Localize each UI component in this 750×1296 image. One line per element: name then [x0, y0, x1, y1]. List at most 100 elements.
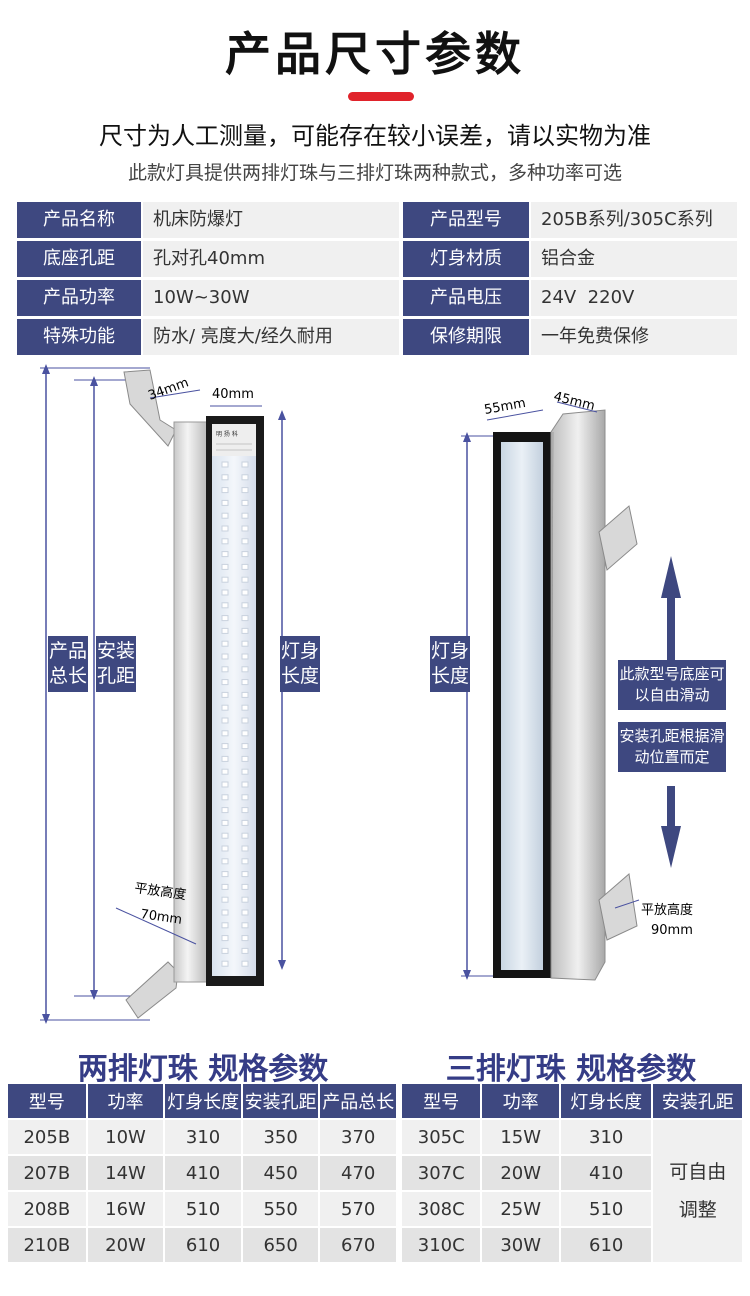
spec-value: 防水/ 亮度大/经久耐用: [143, 319, 399, 355]
led-chip: [221, 512, 229, 519]
led-chip: [221, 487, 229, 494]
led-chip: [241, 589, 249, 596]
spec-label: 产品型号: [403, 202, 529, 238]
led-chip: [241, 935, 249, 942]
led-chip: [241, 794, 249, 801]
led-chip: [221, 909, 229, 916]
table-header-row: 型号 功率 灯身长度 安装孔距 产品总长: [8, 1084, 396, 1118]
led-chip: [221, 871, 229, 878]
spec-row: 特殊功能 防水/ 亮度大/经久耐用 保修期限 一年免费保修: [17, 319, 737, 355]
led-chip: [221, 653, 229, 660]
spec-label: 产品电压: [403, 280, 529, 316]
column-header: 产品总长: [320, 1084, 396, 1118]
table-cell: 450: [242, 1156, 319, 1190]
led-chip: [221, 960, 229, 967]
led-chip: [241, 487, 249, 494]
spec-label: 灯身材质: [403, 241, 529, 277]
table-cell: 310C: [402, 1228, 481, 1262]
led-chip: [221, 615, 229, 622]
led-chip: [241, 807, 249, 814]
table-cell: 470: [320, 1156, 396, 1190]
led-chip: [241, 640, 249, 647]
led-chip: [221, 461, 229, 468]
table-cell: 310: [165, 1120, 241, 1154]
led-chip: [221, 896, 229, 903]
led-chip: [221, 474, 229, 481]
table-cell: 410: [165, 1156, 241, 1190]
led-chip: [241, 768, 249, 775]
table-cell: 20W: [482, 1156, 559, 1190]
table-cell: 30W: [482, 1228, 559, 1262]
led-chip: [241, 666, 249, 673]
spec-label: 产品名称: [17, 202, 141, 238]
led-chip: [221, 922, 229, 929]
dimension-55mm: 55mm: [483, 396, 527, 418]
table-header-row: 型号 功率 灯身长度 安装孔距: [402, 1084, 742, 1118]
led-chip: [221, 807, 229, 814]
table-cell: 25W: [482, 1192, 559, 1226]
led-chip: [241, 922, 249, 929]
spec-value: 205B系列/305C系列: [531, 202, 737, 238]
spec-label: 保修期限: [403, 319, 529, 355]
led-chip: [221, 819, 229, 826]
table-cell: 510: [560, 1192, 652, 1226]
table-cell: 14W: [87, 1156, 164, 1190]
led-chip: [221, 499, 229, 506]
three-row-lamp-diagram: 55mm 45mm 平放高度 90mm: [461, 389, 693, 981]
led-chip: [221, 627, 229, 634]
variant-note: 此款灯具提供两排灯珠与三排灯珠两种款式，多种功率可选: [127, 162, 622, 184]
table-cell: 308C: [402, 1192, 481, 1226]
table-cell: 16W: [87, 1192, 164, 1226]
led-chip: [241, 499, 249, 506]
led-chip: [241, 883, 249, 890]
led-chip: [221, 589, 229, 596]
title-underline: [348, 92, 414, 101]
column-header: 功率: [87, 1084, 164, 1118]
led-chip: [241, 858, 249, 865]
column-header: 灯身长度: [560, 1084, 652, 1118]
spec-label: 底座孔距: [17, 241, 141, 277]
led-chip: [221, 781, 229, 788]
adjustable-note: 可自由调整: [669, 1161, 727, 1221]
column-header: 安装孔距: [242, 1084, 319, 1118]
table-cell: 310: [560, 1120, 652, 1154]
dimension-40mm: 40mm: [212, 387, 254, 402]
led-chip: [241, 781, 249, 788]
slide-base-note: 此款型号底座可以自由滑动: [618, 660, 726, 710]
led-chip: [241, 627, 249, 634]
led-chip: [221, 704, 229, 711]
led-chip: [241, 474, 249, 481]
led-chip: [241, 679, 249, 686]
led-chip: [241, 717, 249, 724]
led-chip: [221, 832, 229, 839]
led-chip: [221, 947, 229, 954]
led-chip: [241, 691, 249, 698]
table-cell: 610: [560, 1228, 652, 1262]
spec-row: 产品名称 机床防爆灯 产品型号 205B系列/305C系列: [17, 202, 737, 238]
led-chip: [241, 845, 249, 852]
led-chip: [241, 832, 249, 839]
table-cell: 650: [242, 1228, 319, 1262]
page-title: 产品尺寸参数: [225, 27, 525, 81]
table-cell: 510: [165, 1192, 241, 1226]
table-cell: 10W: [87, 1120, 164, 1154]
led-chip: [241, 461, 249, 468]
install-distance-note: 安装孔距根据滑动位置而定: [618, 722, 726, 772]
table-cell: 350: [242, 1120, 319, 1154]
table-cell: 550: [242, 1192, 319, 1226]
table-cell: 670: [320, 1228, 396, 1262]
led-chip: [241, 563, 249, 570]
table-cell: 610: [165, 1228, 241, 1262]
spec-value: 铝合金: [531, 241, 737, 277]
adjustable-note-cell: 可自由调整: [653, 1120, 742, 1262]
total-length-label: 产品总长: [48, 636, 88, 692]
led-chip: [241, 551, 249, 558]
led-chip: [221, 691, 229, 698]
